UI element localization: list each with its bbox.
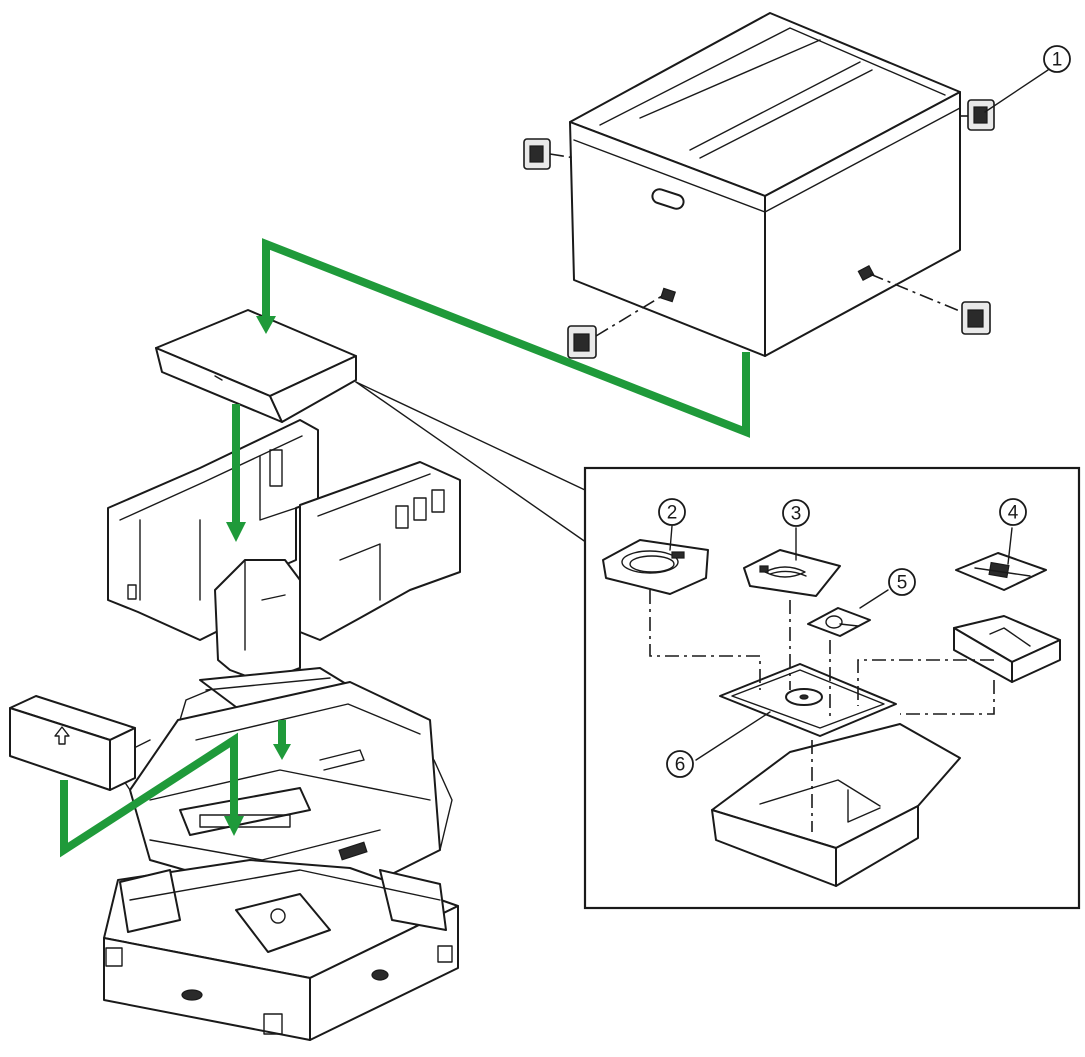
callout-2: 2 (658, 498, 686, 526)
base-tray (103, 859, 459, 1041)
usb-cable-item (602, 525, 709, 595)
callout-1: 1 (984, 45, 1071, 113)
callout-label-4: 4 (1008, 503, 1019, 524)
accessory-box (155, 309, 357, 423)
cleaning-item (807, 589, 889, 637)
callout-label-5: 5 (897, 573, 908, 594)
callout-3: 3 (782, 499, 810, 527)
callout-label-2: 2 (667, 503, 678, 524)
upper-foam (107, 419, 461, 683)
power-cord-item (743, 527, 841, 597)
callout-5: 5 (888, 568, 916, 596)
callout-label-6: 6 (675, 755, 686, 776)
callout-6: 6 (666, 750, 694, 778)
inset-leader-lines (355, 381, 591, 546)
inset-panel (583, 466, 1081, 910)
lower-tray (711, 723, 961, 887)
callout-label-3: 3 (791, 504, 802, 525)
scanner (109, 667, 453, 893)
outer-carton (569, 12, 961, 357)
green-arrows (60, 238, 750, 858)
callout-4: 4 (999, 498, 1027, 526)
joint-clips (523, 99, 995, 359)
roller-item (955, 527, 1047, 591)
callout-label-1: 1 (1052, 50, 1063, 71)
inset-guides (649, 590, 995, 832)
roller-holder (953, 615, 1061, 683)
small-tray-box (9, 695, 136, 791)
disc-tray (695, 663, 897, 761)
